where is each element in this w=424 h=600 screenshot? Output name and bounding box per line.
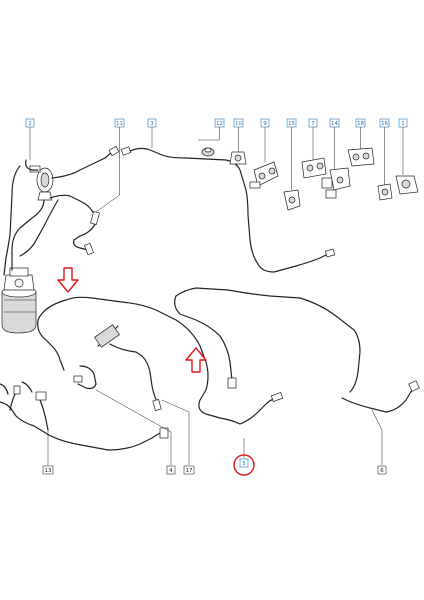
bottom-leader-lines <box>47 389 383 465</box>
callout-6[interactable]: 6 <box>377 465 387 475</box>
fuel-pump-unit <box>29 165 54 201</box>
callout-2[interactable]: 2 <box>25 118 35 128</box>
callout-9-label: 9 <box>263 121 267 127</box>
part-18-clip <box>347 147 375 167</box>
fuel-filter-assembly <box>1 267 37 334</box>
callout-5-label: 5 <box>242 461 246 467</box>
callout-6-label: 6 <box>380 468 384 474</box>
part-15-clip <box>283 189 301 211</box>
callout-17[interactable]: 17 <box>183 465 195 475</box>
callout-12-label: 12 <box>216 121 223 127</box>
part-16-clip <box>377 183 393 201</box>
pipe-group-upper-left <box>3 145 120 276</box>
part-1-clip <box>395 175 419 195</box>
callout-15[interactable]: 15 <box>286 118 297 128</box>
pipe-group-middle <box>37 287 420 425</box>
callout-16[interactable]: 16 <box>379 118 390 128</box>
callout-17-label: 17 <box>186 468 193 474</box>
callout-10[interactable]: 10 <box>233 118 244 128</box>
part-7-clip <box>301 157 333 189</box>
red-arrow-up <box>185 347 207 373</box>
callout-15-label: 15 <box>288 121 295 127</box>
callout-18[interactable]: 18 <box>355 118 366 128</box>
callout-3[interactable]: 3 <box>147 118 157 128</box>
part-10-clip <box>229 151 247 165</box>
pipe-3 <box>120 146 336 273</box>
pipe-group-lower-left <box>0 381 169 451</box>
callout-1-label: 1 <box>401 121 405 127</box>
callout-4[interactable]: 4 <box>166 465 176 475</box>
callout-2-label: 2 <box>28 121 32 127</box>
callout-1[interactable]: 1 <box>398 118 408 128</box>
part-14-clip <box>325 167 351 199</box>
callout-10-label: 10 <box>235 121 242 127</box>
callout-11[interactable]: 11 <box>114 118 125 128</box>
callout-12[interactable]: 12 <box>214 118 225 128</box>
part-12-grommet <box>198 139 219 157</box>
callout-4-label: 4 <box>169 468 173 474</box>
callout-5[interactable]: 5 <box>233 454 255 476</box>
callout-9[interactable]: 9 <box>260 118 270 128</box>
callout-3-label: 3 <box>150 121 154 127</box>
part-9-bracket <box>249 161 279 189</box>
callout-13-label: 13 <box>45 468 52 474</box>
callout-11-label: 11 <box>116 121 123 127</box>
callout-14[interactable]: 14 <box>329 118 340 128</box>
top-leader-lines <box>29 127 404 213</box>
callout-14-label: 14 <box>331 121 338 127</box>
red-arrow-down <box>57 267 79 293</box>
highlight-circle <box>233 454 255 476</box>
callout-13[interactable]: 13 <box>42 465 54 475</box>
callout-7-label: 7 <box>311 121 315 127</box>
callout-7[interactable]: 7 <box>308 118 318 128</box>
callout-18-label: 18 <box>357 121 364 127</box>
callout-16-label: 16 <box>381 121 388 127</box>
